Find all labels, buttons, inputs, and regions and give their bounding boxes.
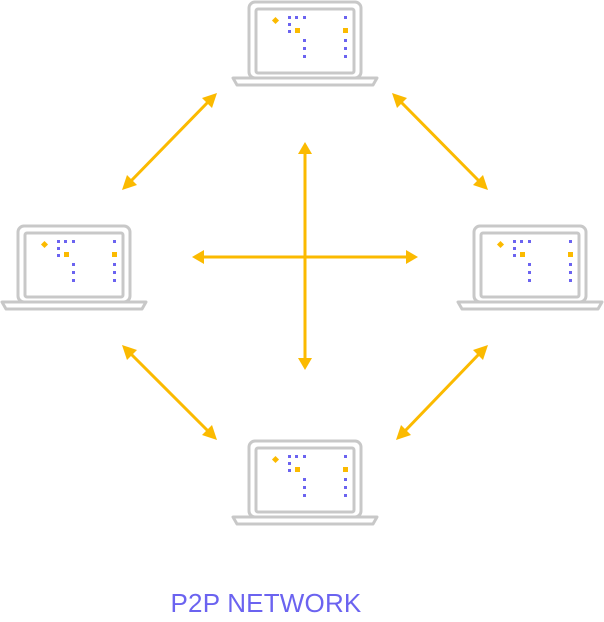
laptop-right <box>456 224 604 311</box>
arrow-left-top <box>122 93 217 190</box>
laptop-top <box>231 0 379 87</box>
diagram-title: P2P NETWORK <box>170 588 362 618</box>
laptop-left <box>0 224 148 311</box>
laptop-bottom <box>231 439 379 526</box>
arrow-left-bottom <box>122 345 217 440</box>
arrow-top-bottom <box>298 142 312 370</box>
arrow-top-right <box>392 93 488 190</box>
arrow-bottom-right <box>396 345 488 440</box>
